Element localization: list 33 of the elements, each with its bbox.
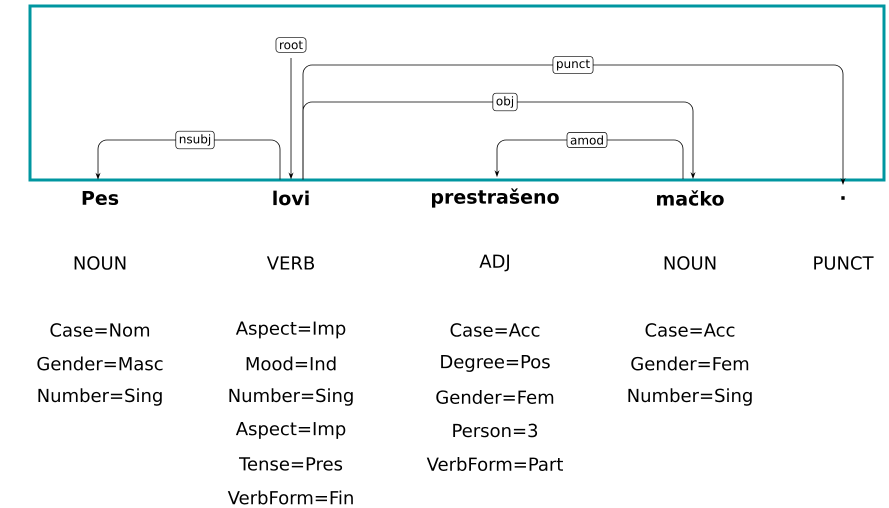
edge-label: punct: [552, 56, 594, 74]
feature-label: Degree=Pos: [441, 355, 550, 372]
tag-label: PUNCT: [814, 256, 874, 270]
feature-label: Mood=Ind: [246, 356, 336, 370]
feature-label: Gender=Masc: [37, 356, 163, 370]
feature-label: Case=Acc: [450, 323, 540, 337]
word: .: [841, 196, 845, 200]
word: lovi: [273, 190, 309, 206]
arrow: [302, 102, 696, 180]
feature-label: Gender=Fem: [631, 356, 748, 370]
feature-label: Aspect=Imp: [236, 422, 346, 439]
feature-label: Tense=Pres: [238, 457, 342, 471]
tag-label: NOUN: [74, 256, 126, 270]
feature-label: Number=Sing: [229, 388, 353, 406]
feature-label: Gender=Fem: [436, 390, 554, 404]
feature-label: Case=Nom: [50, 323, 150, 337]
feature-label: VerbForm=Part: [426, 457, 563, 471]
edge-label: obj: [492, 92, 518, 112]
word: prestrašeno: [432, 188, 559, 208]
edge-label: root: [276, 37, 306, 53]
feature-label: Aspect=Imp: [236, 322, 346, 338]
edge-label: amod: [566, 132, 608, 148]
feature-label: Number=Sing: [628, 388, 752, 406]
tag-label: NOUN: [664, 256, 716, 270]
tag-label: VERB: [266, 256, 314, 270]
feature-label: VerbForm=Fin: [228, 490, 353, 504]
feature-label: Person=3: [453, 424, 538, 438]
feature-label: Number=Sing: [38, 388, 162, 406]
tag-label: ADJ: [479, 254, 509, 272]
feature-label: Case=Acc: [646, 323, 734, 337]
edge-label: nsubj: [175, 130, 215, 150]
word: mačko: [657, 190, 724, 206]
word: Pes: [82, 190, 118, 206]
